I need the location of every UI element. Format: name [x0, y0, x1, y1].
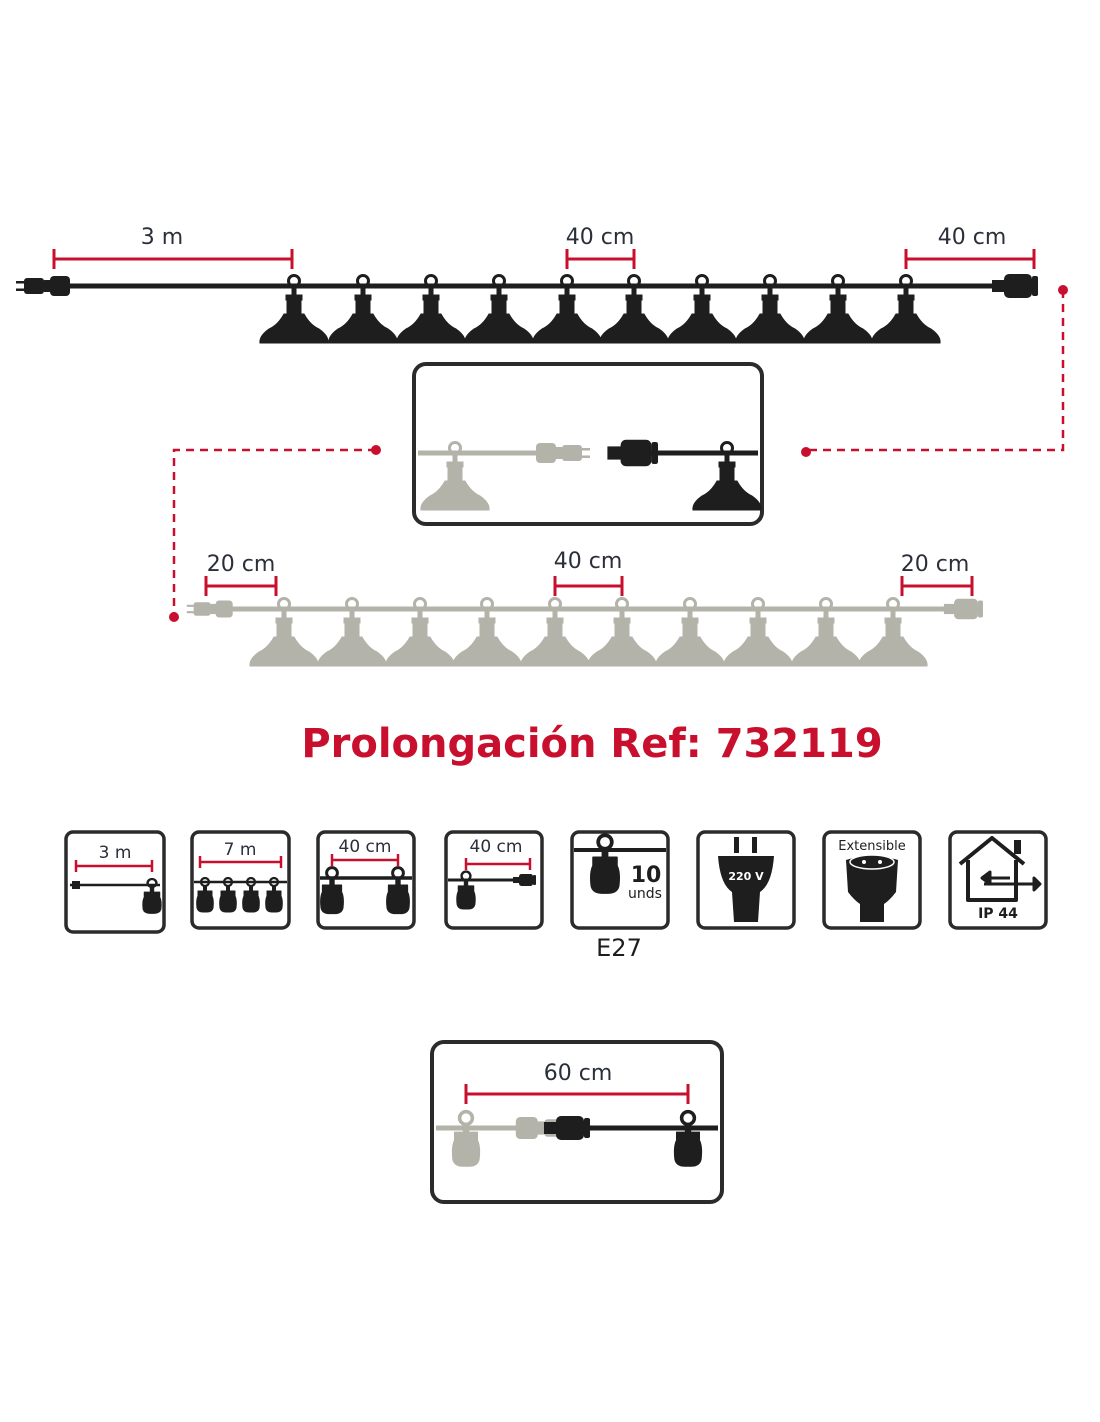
dim-connection-label: 60 cm: [544, 1061, 613, 1086]
dim-connection-line: [464, 1084, 690, 1104]
extensible-icon: Extensible: [822, 830, 922, 930]
connector-detail: [412, 362, 764, 526]
dim-ext-spacing-line: [553, 576, 624, 596]
svg-text:unds: unds: [628, 886, 662, 902]
extension-string: 20 cm 40 cm 20 cm: [186, 549, 983, 668]
connection-spacing-detail: 60 cm: [430, 1040, 724, 1204]
dim-ext-spacing-label: 40 cm: [554, 549, 623, 574]
extension-end-socket-icon: [943, 598, 983, 620]
connector-guides: [172, 290, 1065, 617]
svg-text:3 m: 3 m: [99, 843, 132, 863]
svg-text:40 cm: 40 cm: [339, 837, 392, 857]
voltage-icon: 220 V: [696, 830, 796, 930]
dim-ext-start-line: [204, 576, 278, 596]
dim-ext-end-label: 20 cm: [901, 552, 970, 577]
dim-ext-end-line: [900, 576, 974, 596]
svg-text:Extensible: Extensible: [838, 839, 906, 854]
dim-end-label: 40 cm: [938, 225, 1007, 250]
dim-cable-label: 3 m: [141, 225, 183, 250]
bulb-count-icon: 10 unds: [570, 830, 670, 930]
main-end-socket-icon: [992, 274, 1038, 298]
svg-text:40 cm: 40 cm: [470, 837, 523, 857]
dim-ext-start-label: 20 cm: [207, 552, 276, 577]
ip-rating-icon: IP 44: [948, 830, 1048, 930]
main-plug-icon: [16, 276, 70, 296]
product-title: Prolongación Ref: 732119: [301, 721, 882, 767]
total-length-icon: 7 m: [190, 830, 291, 930]
extension-plug-icon: [186, 600, 233, 618]
end-spacing-icon: 40 cm: [444, 830, 544, 930]
dim-end-line: [904, 249, 1036, 269]
connector-dots: [169, 285, 1068, 622]
dim-bulb-spacing-label: 40 cm: [566, 225, 635, 250]
svg-text:7 m: 7 m: [224, 840, 257, 860]
svg-text:IP 44: IP 44: [978, 906, 1018, 922]
bulb-spacing-icon: 40 cm: [316, 830, 416, 930]
svg-text:220 V: 220 V: [728, 870, 764, 883]
dim-cable-line: [52, 249, 294, 269]
cable-length-icon: 3 m: [64, 830, 166, 934]
feature-icons: 3 m 7 m 40 cm: [64, 830, 1048, 962]
dim-bulb-spacing-line: [565, 249, 636, 269]
svg-text:10: 10: [631, 863, 662, 888]
main-string: 3 m 40 cm 40 cm: [16, 225, 1038, 345]
detail-frame: [412, 362, 764, 526]
socket-type-label: E27: [596, 934, 642, 962]
